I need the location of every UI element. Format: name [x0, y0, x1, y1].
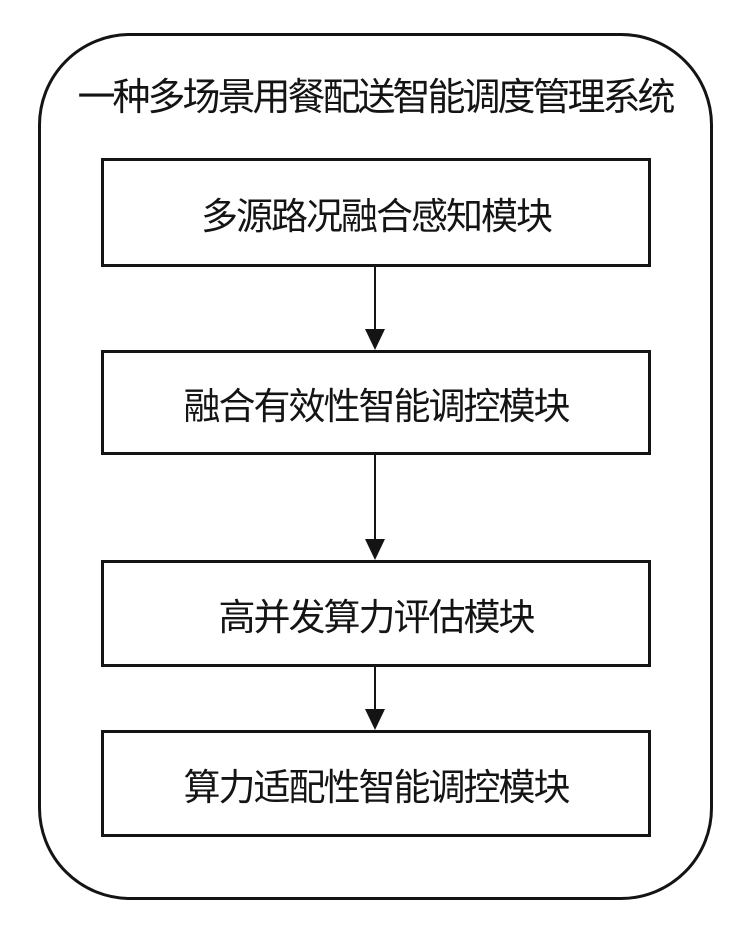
- module-box-fusion-validity-control: 融合有效性智能调控模块: [101, 350, 651, 455]
- arrow-shaft: [373, 455, 377, 544]
- flow-arrow-3: [365, 667, 385, 730]
- module-label: 高并发算力评估模块: [218, 596, 536, 638]
- flow-arrow-1: [365, 267, 385, 350]
- arrow-shaft: [373, 667, 377, 714]
- arrow-down-icon: [365, 329, 385, 350]
- module-label: 融合有效性智能调控模块: [183, 385, 571, 427]
- flow-arrow-2: [365, 455, 385, 560]
- module-box-multi-source-perception: 多源路况融合感知模块: [101, 158, 651, 267]
- arrow-down-icon: [365, 539, 385, 560]
- arrow-down-icon: [365, 709, 385, 730]
- module-label: 算力适配性智能调控模块: [183, 766, 571, 808]
- diagram-title: 一种多场景用餐配送智能调度管理系统: [77, 77, 675, 119]
- module-box-concurrency-evaluation: 高并发算力评估模块: [101, 560, 651, 667]
- module-box-compute-adaptivity-control: 算力适配性智能调控模块: [101, 730, 651, 837]
- module-label: 多源路况融合感知模块: [201, 195, 553, 237]
- arrow-shaft: [373, 267, 377, 334]
